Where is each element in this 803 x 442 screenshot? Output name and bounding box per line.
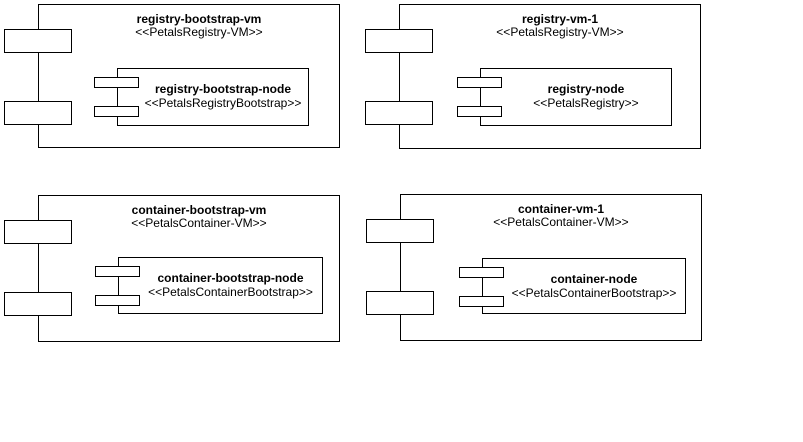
component-container-node[interactable]: container-node <<PetalsContainerBootstra… bbox=[459, 258, 686, 314]
component-header: registry-bootstrap-node <<PetalsRegistry… bbox=[118, 82, 308, 110]
component-port-icon bbox=[457, 77, 502, 88]
component-port-icon bbox=[94, 106, 139, 117]
component-stereotype: <<PetalsContainer-VM>> bbox=[493, 215, 629, 229]
component-header: registry-node <<PetalsRegistry>> bbox=[481, 82, 671, 110]
component-port-icon bbox=[366, 219, 434, 243]
component-header: container-bootstrap-vm <<PetalsContainer… bbox=[39, 204, 339, 230]
component-port-icon bbox=[94, 77, 139, 88]
component-stereotype: <<PetalsContainerBootstrap>> bbox=[148, 285, 313, 299]
component-header: container-bootstrap-node <<PetalsContain… bbox=[119, 271, 322, 299]
component-header: registry-vm-1 <<PetalsRegistry-VM>> bbox=[400, 13, 700, 39]
component-name: container-node bbox=[550, 272, 638, 286]
component-port-icon bbox=[95, 295, 140, 306]
component-container-bootstrap-node[interactable]: container-bootstrap-node <<PetalsContain… bbox=[95, 257, 323, 314]
component-port-icon bbox=[459, 267, 504, 278]
component-registry-bootstrap-node[interactable]: registry-bootstrap-node <<PetalsRegistry… bbox=[94, 68, 309, 126]
component-container-vm-1[interactable]: container-vm-1 <<PetalsContainer-VM>> co… bbox=[366, 194, 702, 341]
component-registry-vm-1[interactable]: registry-vm-1 <<PetalsRegistry-VM>> regi… bbox=[365, 4, 701, 149]
component-name: container-bootstrap-vm bbox=[131, 203, 267, 217]
component-port-icon bbox=[4, 29, 72, 53]
component-stereotype: <<PetalsContainerBootstrap>> bbox=[511, 286, 677, 300]
component-header: container-node <<PetalsContainerBootstra… bbox=[483, 272, 685, 300]
component-port-icon bbox=[365, 29, 433, 53]
component-stereotype: <<PetalsRegistry-VM>> bbox=[135, 25, 263, 39]
component-name: registry-bootstrap-node bbox=[154, 82, 291, 96]
component-stereotype: <<PetalsRegistryBootstrap>> bbox=[144, 96, 302, 110]
component-port-icon bbox=[4, 220, 72, 244]
component-name: registry-bootstrap-vm bbox=[136, 12, 262, 26]
component-registry-bootstrap-vm[interactable]: registry-bootstrap-vm <<PetalsRegistry-V… bbox=[4, 4, 340, 148]
component-port-icon bbox=[4, 101, 72, 125]
component-header: registry-bootstrap-vm <<PetalsRegistry-V… bbox=[39, 13, 339, 39]
component-name: registry-node bbox=[547, 82, 625, 96]
component-name: container-bootstrap-node bbox=[157, 271, 304, 285]
component-port-icon bbox=[365, 101, 433, 125]
component-port-icon bbox=[4, 292, 72, 316]
component-stereotype: <<PetalsContainer-VM>> bbox=[131, 216, 267, 230]
component-name: registry-vm-1 bbox=[521, 12, 599, 26]
component-port-icon bbox=[459, 296, 504, 307]
component-port-icon bbox=[95, 266, 140, 277]
component-port-icon bbox=[366, 291, 434, 315]
component-port-icon bbox=[457, 106, 502, 117]
component-header: container-vm-1 <<PetalsContainer-VM>> bbox=[401, 203, 701, 229]
component-name: container-vm-1 bbox=[517, 202, 605, 216]
component-stereotype: <<PetalsRegistry-VM>> bbox=[496, 25, 624, 39]
component-container-bootstrap-vm[interactable]: container-bootstrap-vm <<PetalsContainer… bbox=[4, 195, 340, 342]
component-stereotype: <<PetalsRegistry>> bbox=[533, 96, 639, 110]
component-registry-node[interactable]: registry-node <<PetalsRegistry>> bbox=[457, 68, 672, 126]
